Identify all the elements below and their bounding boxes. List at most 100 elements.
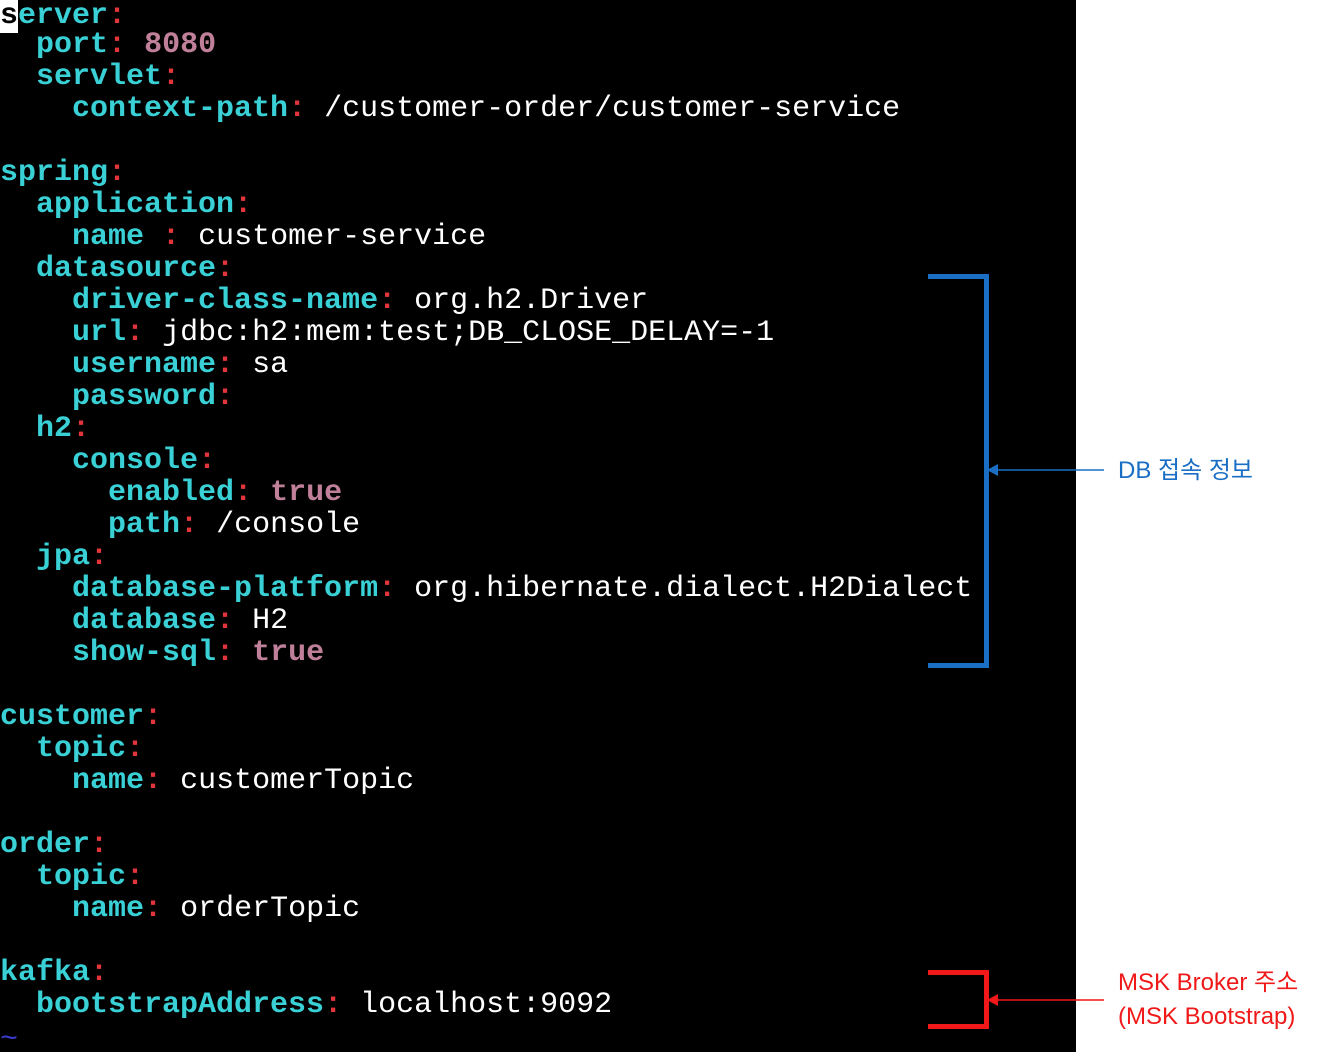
yaml-colon: : — [234, 476, 253, 510]
terminal-window[interactable]: server: port: 8080 servlet: context-path… — [0, 0, 1076, 1052]
yaml-key: context-path — [72, 92, 289, 126]
yaml-line-server: server: — [0, 0, 127, 33]
yaml-line-enabled: enabled: true — [0, 477, 342, 509]
yaml-key: show-sql — [72, 636, 217, 670]
yaml-colon: : — [234, 188, 253, 222]
yaml-line-order: order: — [0, 829, 108, 861]
db-section-bracket — [928, 274, 989, 668]
yaml-line-servlet: servlet: — [0, 61, 180, 93]
yaml-value: /console — [216, 508, 361, 542]
yaml-line-context-path: context-path: /customer-order/customer-s… — [0, 93, 900, 125]
yaml-line-console: console: — [0, 445, 216, 477]
yaml-value: true — [270, 476, 343, 510]
yaml-value: /customer-order/customer-service — [324, 92, 901, 126]
yaml-colon: : — [216, 604, 235, 638]
yaml-line-application-name: name : customer-service — [0, 221, 486, 253]
yaml-colon: : — [90, 828, 109, 862]
yaml-key: jpa — [36, 540, 91, 574]
yaml-line-order-topic: topic: — [0, 861, 144, 893]
msk-section-bracket — [928, 970, 989, 1029]
yaml-line-username: username: sa — [0, 349, 288, 381]
yaml-line-jpa: jpa: — [0, 541, 108, 573]
msk-annotation-label: MSK Broker 주소 (MSK Bootstrap) — [1118, 966, 1298, 1034]
vim-empty-line-marker: ~ — [0, 1024, 18, 1052]
yaml-value: org.hibernate.dialect.H2Dialect — [414, 572, 973, 606]
yaml-key: erver — [18, 0, 109, 33]
db-annotation-label: DB 접속 정보 — [1118, 457, 1253, 484]
yaml-line-port: port: 8080 — [0, 29, 216, 61]
yaml-colon: : — [198, 444, 217, 478]
yaml-line-customer-topic-name: name: customerTopic — [0, 765, 414, 797]
yaml-colon: : — [216, 380, 235, 414]
yaml-colon: : — [108, 156, 127, 190]
yaml-key: url — [72, 316, 127, 350]
yaml-value: jdbc:h2:mem:test;DB_CLOSE_DELAY=-1 — [162, 316, 775, 350]
yaml-key: application — [36, 188, 235, 222]
yaml-colon: : — [162, 220, 181, 254]
yaml-colon: : — [90, 956, 109, 990]
yaml-key: username — [72, 348, 217, 382]
yaml-colon: : — [288, 92, 307, 126]
yaml-colon: : — [216, 636, 235, 670]
yaml-colon: : — [324, 988, 343, 1022]
yaml-value: orderTopic — [180, 892, 361, 926]
yaml-colon: : — [126, 860, 145, 894]
yaml-line-customer: customer: — [0, 701, 162, 733]
yaml-key: customer — [0, 700, 145, 734]
yaml-line-path: path: /console — [0, 509, 360, 541]
yaml-line-order-topic-name: name: orderTopic — [0, 893, 360, 925]
yaml-line-driver-class-name: driver-class-name: org.h2.Driver — [0, 285, 648, 317]
yaml-value: customerTopic — [180, 764, 415, 798]
yaml-line-application: application: — [0, 189, 252, 221]
yaml-key: console — [72, 444, 199, 478]
yaml-colon: : — [180, 508, 199, 542]
yaml-line-datasource: datasource: — [0, 253, 234, 285]
yaml-line-bootstrap-address: bootstrapAddress: localhost:9092 — [0, 989, 612, 1021]
yaml-value: H2 — [252, 604, 289, 638]
yaml-value: true — [252, 636, 325, 670]
yaml-line-database: database: H2 — [0, 605, 288, 637]
yaml-line-database-platform: database-platform: org.hibernate.dialect… — [0, 573, 972, 605]
db-arrow-icon — [987, 464, 1104, 476]
yaml-key: name — [72, 764, 145, 798]
msk-arrow-icon — [987, 994, 1104, 1006]
yaml-colon: : — [126, 316, 145, 350]
yaml-key: topic — [36, 732, 127, 766]
yaml-key: spring — [0, 156, 109, 190]
yaml-key: servlet — [36, 60, 163, 94]
yaml-colon: : — [216, 252, 235, 286]
yaml-value: org.h2.Driver — [414, 284, 649, 318]
yaml-line-show-sql: show-sql: true — [0, 637, 324, 669]
msk-label-line2: (MSK Bootstrap) — [1118, 1003, 1296, 1030]
yaml-key: kafka — [0, 956, 91, 990]
yaml-key: port — [36, 28, 109, 62]
yaml-colon: : — [108, 28, 127, 62]
yaml-key: database — [72, 604, 217, 638]
yaml-colon: : — [378, 284, 397, 318]
yaml-key: name — [72, 220, 163, 254]
yaml-value: localhost:9092 — [360, 988, 613, 1022]
yaml-key: datasource — [36, 252, 217, 286]
yaml-colon: : — [216, 348, 235, 382]
yaml-colon: : — [378, 572, 397, 606]
yaml-colon: : — [144, 700, 163, 734]
tilde-marker: ~ — [0, 1023, 19, 1052]
yaml-key: order — [0, 828, 91, 862]
yaml-line-url: url: jdbc:h2:mem:test;DB_CLOSE_DELAY=-1 — [0, 317, 774, 349]
yaml-colon: : — [108, 0, 127, 33]
yaml-key: enabled — [108, 476, 235, 510]
yaml-colon: : — [144, 764, 163, 798]
yaml-key: h2 — [36, 412, 73, 446]
yaml-colon: : — [90, 540, 109, 574]
yaml-value: sa — [252, 348, 289, 382]
yaml-line-customer-topic: topic: — [0, 733, 144, 765]
yaml-key: path — [108, 508, 181, 542]
yaml-colon: : — [126, 732, 145, 766]
yaml-colon: : — [72, 412, 91, 446]
yaml-colon: : — [162, 60, 181, 94]
yaml-key: name — [72, 892, 145, 926]
yaml-key: bootstrapAddress — [36, 988, 325, 1022]
yaml-value: customer-service — [198, 220, 487, 254]
yaml-key: driver-class-name — [72, 284, 379, 318]
yaml-line-spring: spring: — [0, 157, 126, 189]
